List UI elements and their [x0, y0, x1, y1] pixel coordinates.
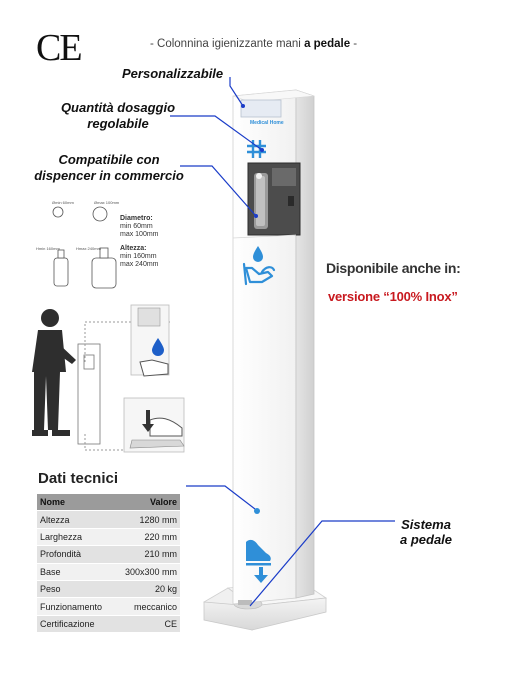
shoe-icon: [246, 539, 271, 566]
table-header-name: Nome: [37, 494, 115, 512]
callout-sistema-line1: Sistema: [401, 517, 451, 532]
page-subtitle: - Colonnina igienizzante mani a pedale -: [150, 38, 357, 50]
usage-pictogram: [32, 304, 185, 453]
callout-dots: [241, 104, 264, 218]
altezza-min: min 160mm: [120, 253, 157, 260]
diametro-title: Diametro:: [120, 215, 153, 222]
brand-logo: Medical Home: [250, 120, 284, 126]
callout-compatibile: Compatibile con dispencer in commercio: [14, 152, 204, 184]
table-header-value: Valore: [114, 494, 180, 512]
row-value: 20 kg: [114, 580, 180, 599]
row-value: 220 mm: [114, 528, 180, 547]
callout-dosaggio: Quantità dosaggio regolabile: [38, 100, 198, 132]
dispenser-window: [247, 162, 301, 236]
hand-icon: [242, 262, 276, 286]
row-name: Larghezza: [37, 528, 115, 547]
row-name: Certificazione: [37, 615, 115, 634]
callout-dosaggio-line1: Quantità dosaggio: [60, 100, 176, 115]
dim-label-large-top: Ømax 100mm: [94, 200, 120, 205]
callout-lines: [170, 77, 395, 607]
row-value: CE: [114, 615, 180, 634]
dim-label-large-side: Hmax 240mm: [76, 246, 101, 251]
tech-data-title: Dati tecnici: [38, 470, 119, 487]
table-header-row: Nome Valore: [37, 494, 180, 512]
callout-dosaggio-line2: regolabile: [87, 116, 149, 131]
subtitle-suffix: -: [350, 38, 358, 50]
diametro-max: max 100mm: [120, 231, 159, 238]
row-value: 210 mm: [114, 545, 180, 564]
diametro-min: min 60mm: [120, 223, 153, 230]
row-value: 1280 mm: [114, 510, 180, 529]
callout-compatibile-line2: dispencer in commercio: [34, 168, 184, 183]
altezza-max: max 240mm: [120, 261, 159, 268]
indicator-dot: [254, 508, 260, 514]
row-name: Profondità: [37, 545, 115, 564]
bottles-diagram: [52, 206, 117, 289]
drop-icon: [253, 246, 263, 262]
callout-sistema: Sistema a pedale: [400, 517, 452, 547]
callout-sistema-line2: a pedale: [400, 532, 453, 547]
altezza-title: Altezza:: [120, 245, 147, 252]
custom-panel: [240, 99, 282, 118]
row-value: 300x300 mm: [114, 563, 180, 581]
bottle-specs: Diametro: min 60mm max 100mm Altezza: mi…: [120, 215, 159, 269]
arrow-down-icon: [254, 567, 268, 583]
row-name: Altezza: [37, 510, 115, 529]
foot-pedal: [238, 600, 252, 605]
callout-compatibile-line1: Compatibile con: [58, 152, 160, 167]
availability-inox: versione “100% Inox”: [328, 289, 458, 304]
dim-label-small-top: Ømin 60mm: [52, 200, 74, 205]
callout-personalizzabile: Personalizzabile: [122, 66, 224, 81]
row-name: Peso: [37, 580, 115, 599]
row-name: Funzionamento: [37, 597, 115, 616]
subtitle-prefix: - Colonnina igienizzante mani: [150, 38, 305, 50]
availability-heading: Disponibile anche in:: [326, 260, 461, 276]
row-name: Base: [37, 563, 115, 581]
ce-mark: CE: [36, 27, 83, 69]
row-value: meccanico: [114, 597, 180, 616]
subtitle-bold: a pedale: [304, 38, 351, 50]
dim-label-small-side: Hmin 160mm: [36, 246, 60, 251]
